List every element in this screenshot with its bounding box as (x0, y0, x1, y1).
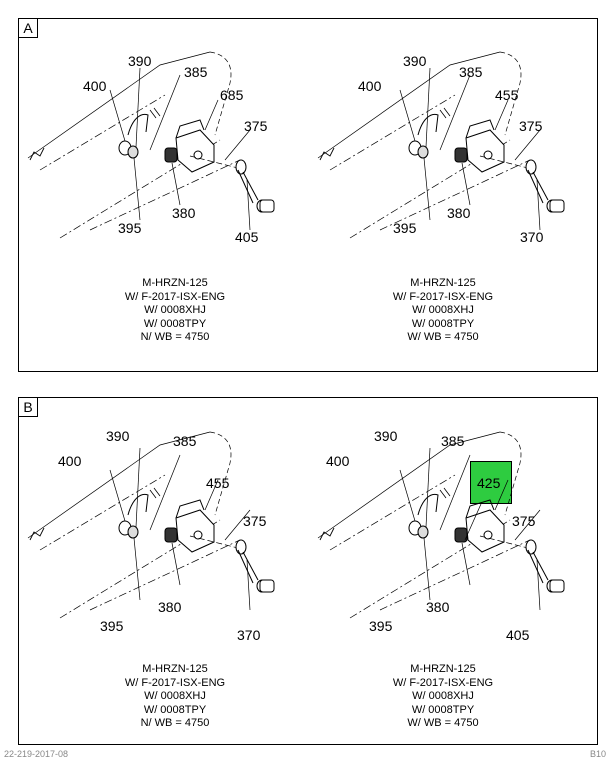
footer-right: B10 (589, 749, 606, 759)
caption-a2: M-HRZN-125 W/ F-2017-ISX-ENG W/ 0008XHJ … (368, 277, 518, 345)
callout-a1-c8: 405 (235, 229, 259, 245)
caption-b1: M-HRZN-125 W/ F-2017-ISX-ENG W/ 0008XHJ … (100, 663, 250, 731)
highlighted-callout-box[interactable] (470, 461, 512, 504)
panel-a: A (18, 18, 598, 372)
caption-line: W/ F-2017-ISX-ENG (124, 290, 226, 303)
callout-a1-c3: 385 (184, 64, 208, 80)
caption-line: M-HRZN-125 (142, 277, 208, 289)
panel-b: B (18, 397, 598, 745)
caption-line: W/ WB = 4750 (407, 331, 479, 343)
callout-a2-c3: 385 (459, 64, 483, 80)
callout-b2-c2: 390 (374, 428, 398, 444)
callout-a2-c7: 380 (447, 205, 471, 221)
caption-line: W/ F-2017-ISX-ENG (124, 676, 226, 689)
callout-b2-c4: 425 (477, 475, 501, 491)
caption-line: N/ WB = 4750 (140, 331, 210, 343)
callout-a1-c2: 390 (128, 53, 152, 69)
callout-a2-c6: 395 (393, 220, 417, 236)
caption-line: W/ 0008XHJ (144, 304, 206, 316)
callout-b1-c4: 455 (206, 475, 230, 491)
caption-line: W/ 0008XHJ (144, 690, 206, 702)
caption-line: W/ 0008TPY (143, 703, 207, 716)
caption-line: W/ 0008XHJ (412, 304, 474, 316)
caption-line: M-HRZN-125 (142, 663, 208, 675)
caption-line: W/ 0008TPY (143, 317, 207, 330)
callout-a2-c4: 455 (495, 87, 519, 103)
callout-b1-c6: 395 (100, 618, 124, 634)
caption-line: M-HRZN-125 (410, 277, 476, 289)
caption-line: W/ WB = 4750 (407, 717, 479, 729)
callout-b1-c8: 370 (237, 627, 261, 643)
callout-b2-c7: 380 (426, 599, 450, 615)
callout-b2-c5: 375 (512, 513, 536, 529)
panel-letter-b: B (19, 398, 38, 417)
callout-b2-c8: 405 (506, 627, 530, 643)
callout-b1-c5: 375 (243, 513, 267, 529)
callout-a1-c6: 395 (118, 220, 142, 236)
callout-b1-c7: 380 (158, 599, 182, 615)
panel-letter-a: A (19, 19, 38, 38)
callout-b2-c3: 385 (441, 433, 465, 449)
callout-a2-c5: 375 (519, 118, 543, 134)
callout-a2-c1: 400 (358, 78, 382, 94)
caption-line: W/ 0008TPY (411, 703, 475, 716)
callout-b1-c3: 385 (173, 433, 197, 449)
callout-a1-c5: 375 (244, 118, 268, 134)
caption-a1: M-HRZN-125 W/ F-2017-ISX-ENG W/ 0008XHJ … (100, 277, 250, 345)
callout-a1-c4: 685 (220, 87, 244, 103)
caption-line: W/ F-2017-ISX-ENG (392, 290, 494, 303)
callout-a1-c1: 400 (83, 78, 107, 94)
callout-b1-c2: 390 (106, 428, 130, 444)
footer-left: 22-219-2017-08 (4, 749, 69, 759)
callout-b2-c6: 395 (369, 618, 393, 634)
callout-a2-c8: 370 (520, 229, 544, 245)
caption-line: W/ F-2017-ISX-ENG (392, 676, 494, 689)
callout-b1-c1: 400 (58, 453, 82, 469)
caption-line: W/ 0008XHJ (412, 690, 474, 702)
caption-b2: M-HRZN-125 W/ F-2017-ISX-ENG W/ 0008XHJ … (368, 663, 518, 731)
caption-line: M-HRZN-125 (410, 663, 476, 675)
caption-line: W/ 0008TPY (411, 317, 475, 330)
callout-a2-c2: 390 (403, 53, 427, 69)
caption-line: N/ WB = 4750 (140, 717, 210, 729)
callout-a1-c7: 380 (172, 205, 196, 221)
callout-b2-c1: 400 (326, 453, 350, 469)
